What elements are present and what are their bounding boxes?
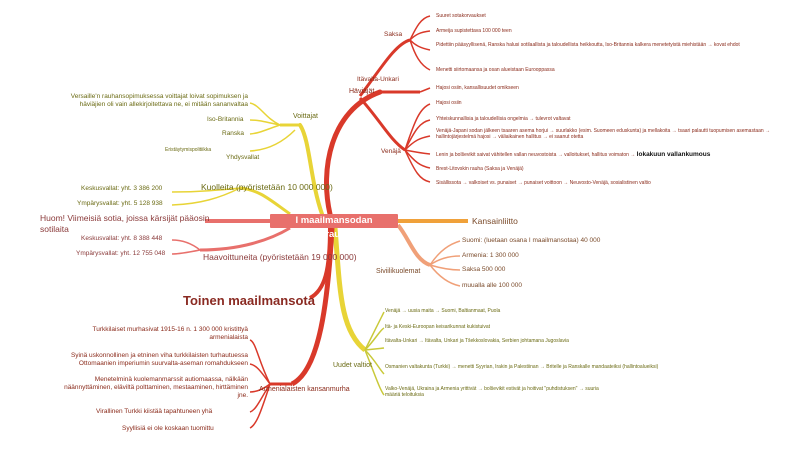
armenia-item-4: Virallinen Turkki kiistää tapahtuneen yh… [96,408,213,415]
russia-item-5: Brest-Litovskin rauha (Saksa ja Venäjä) [436,166,524,172]
armenia-item-3: Menetelminä kuolemanmarssit autiomaassa,… [64,376,248,400]
dead-item-1: Keskusvallat: yht. 3 386 200 [81,185,163,192]
germany-item-3: Pidettiin pääsyyllisenä, Ranska halusi s… [436,42,740,48]
october-revolution: lokakuun vallankumous [636,151,711,158]
russia-item-1: Hajosi osiin [436,100,462,106]
russia-item-3: Venäjä-Japani sodan jälkeen tsaaren asem… [436,128,771,141]
armenia-item-5: Syyllisiä ei ole koskaan tuomittu [122,425,214,432]
winners-item-4: Eristäytymispolitiikka [165,147,212,153]
wounded-item-2: Ympärysvallat: yht. 12 755 048 [76,250,166,257]
winners-item-2: Iso-Britannia [207,116,244,123]
civilian-item-1: Suomi: (luetaan osana I maailmansotaa) 4… [462,237,601,244]
next-topic-wwii[interactable]: Toinen maailmansota [183,293,315,308]
civilian-item-2: Armenia: 1 300 000 [462,252,519,259]
dead-item-2: Ympärysvallat: yht. 5 128 938 [77,200,163,207]
winners-label[interactable]: Voittajat [293,113,318,120]
russia-item-4: Lenin ja bolševikit saivat vähitellen va… [436,151,710,159]
germany-label[interactable]: Saksa [384,31,403,38]
dead-label[interactable]: Kuolleita (pyöristetään 10 000 000) [201,182,333,192]
germany-item-1: Suuret sotakorvaukset [436,13,486,19]
russia-item-6: Sisällissota → valkoiset vs. punaiset → … [436,180,651,186]
new-states-item-1: Venäjä → uusia maita → Suomi, Baltianmaa… [385,308,501,314]
germany-item-4: Menetti siirtomaansa ja osan alueistaan … [436,67,555,73]
russia-item-2: Yhteiskunnallisia ja taloudellisia ongel… [436,116,571,122]
new-states-item-5: Valko-Venäjä, Ukraina ja Armenia yrittiv… [385,386,599,399]
note-soldiers[interactable]: Huom! Viimeisiä sotia, joissa kärsijät p… [40,213,210,234]
wounded-item-1: Keskusvallat: yht. 8 388 448 [81,235,163,242]
austria-item-1: Hajosi osiin, kansallisuudet omikseen [436,85,519,91]
armenia-item-2: Syinä uskonnollinen ja etninen viha turk… [70,352,248,368]
wounded-label[interactable]: Haavoittuneita (pyöristetään 19 000 000) [203,252,357,262]
civilian-label[interactable]: Siviilikuolemat [376,268,421,275]
civilian-item-3: Saksa 500 000 [462,266,506,273]
new-states-item-2: Itä- ja Keski-Euroopan keisarikunnat kuk… [385,324,491,330]
civilian-item-4: muualla alle 100 000 [462,282,522,289]
armenia-item-1: Turkkilaiset murhasivat 1915-16 n. 1 300… [92,326,248,342]
austria-label[interactable]: Itävalta-Unkari [357,76,399,83]
winners-item-3: Ranska [222,130,245,137]
losers-label[interactable]: Häviäjät [349,88,375,95]
league-of-nations[interactable]: Kansainliitto [472,216,518,226]
new-states-item-3: Itävalta-Unkari → Itävalta, Unkari ja Tš… [385,338,569,344]
germany-item-2: Armeija supistettava 100 000 teen [436,28,512,34]
new-states-label[interactable]: Uudet valtiot [333,362,372,369]
winners-item-1: Versaille'n rauhansopimuksessa voittajat… [70,93,248,109]
central-topic[interactable]: I maailmansodan seuraukset [270,214,398,240]
armenian-genocide-label[interactable]: Armenialaisten kansanmurha [259,386,350,393]
russia-item-4-text: Lenin ja bolševikit saivat vähitellen va… [436,152,637,158]
usa-label[interactable]: Yhdysvallat [226,154,260,161]
new-states-item-4: Osmanien valtakunta (Turkki) → menetti S… [385,364,659,370]
russia-label[interactable]: Venäjä [381,148,401,155]
